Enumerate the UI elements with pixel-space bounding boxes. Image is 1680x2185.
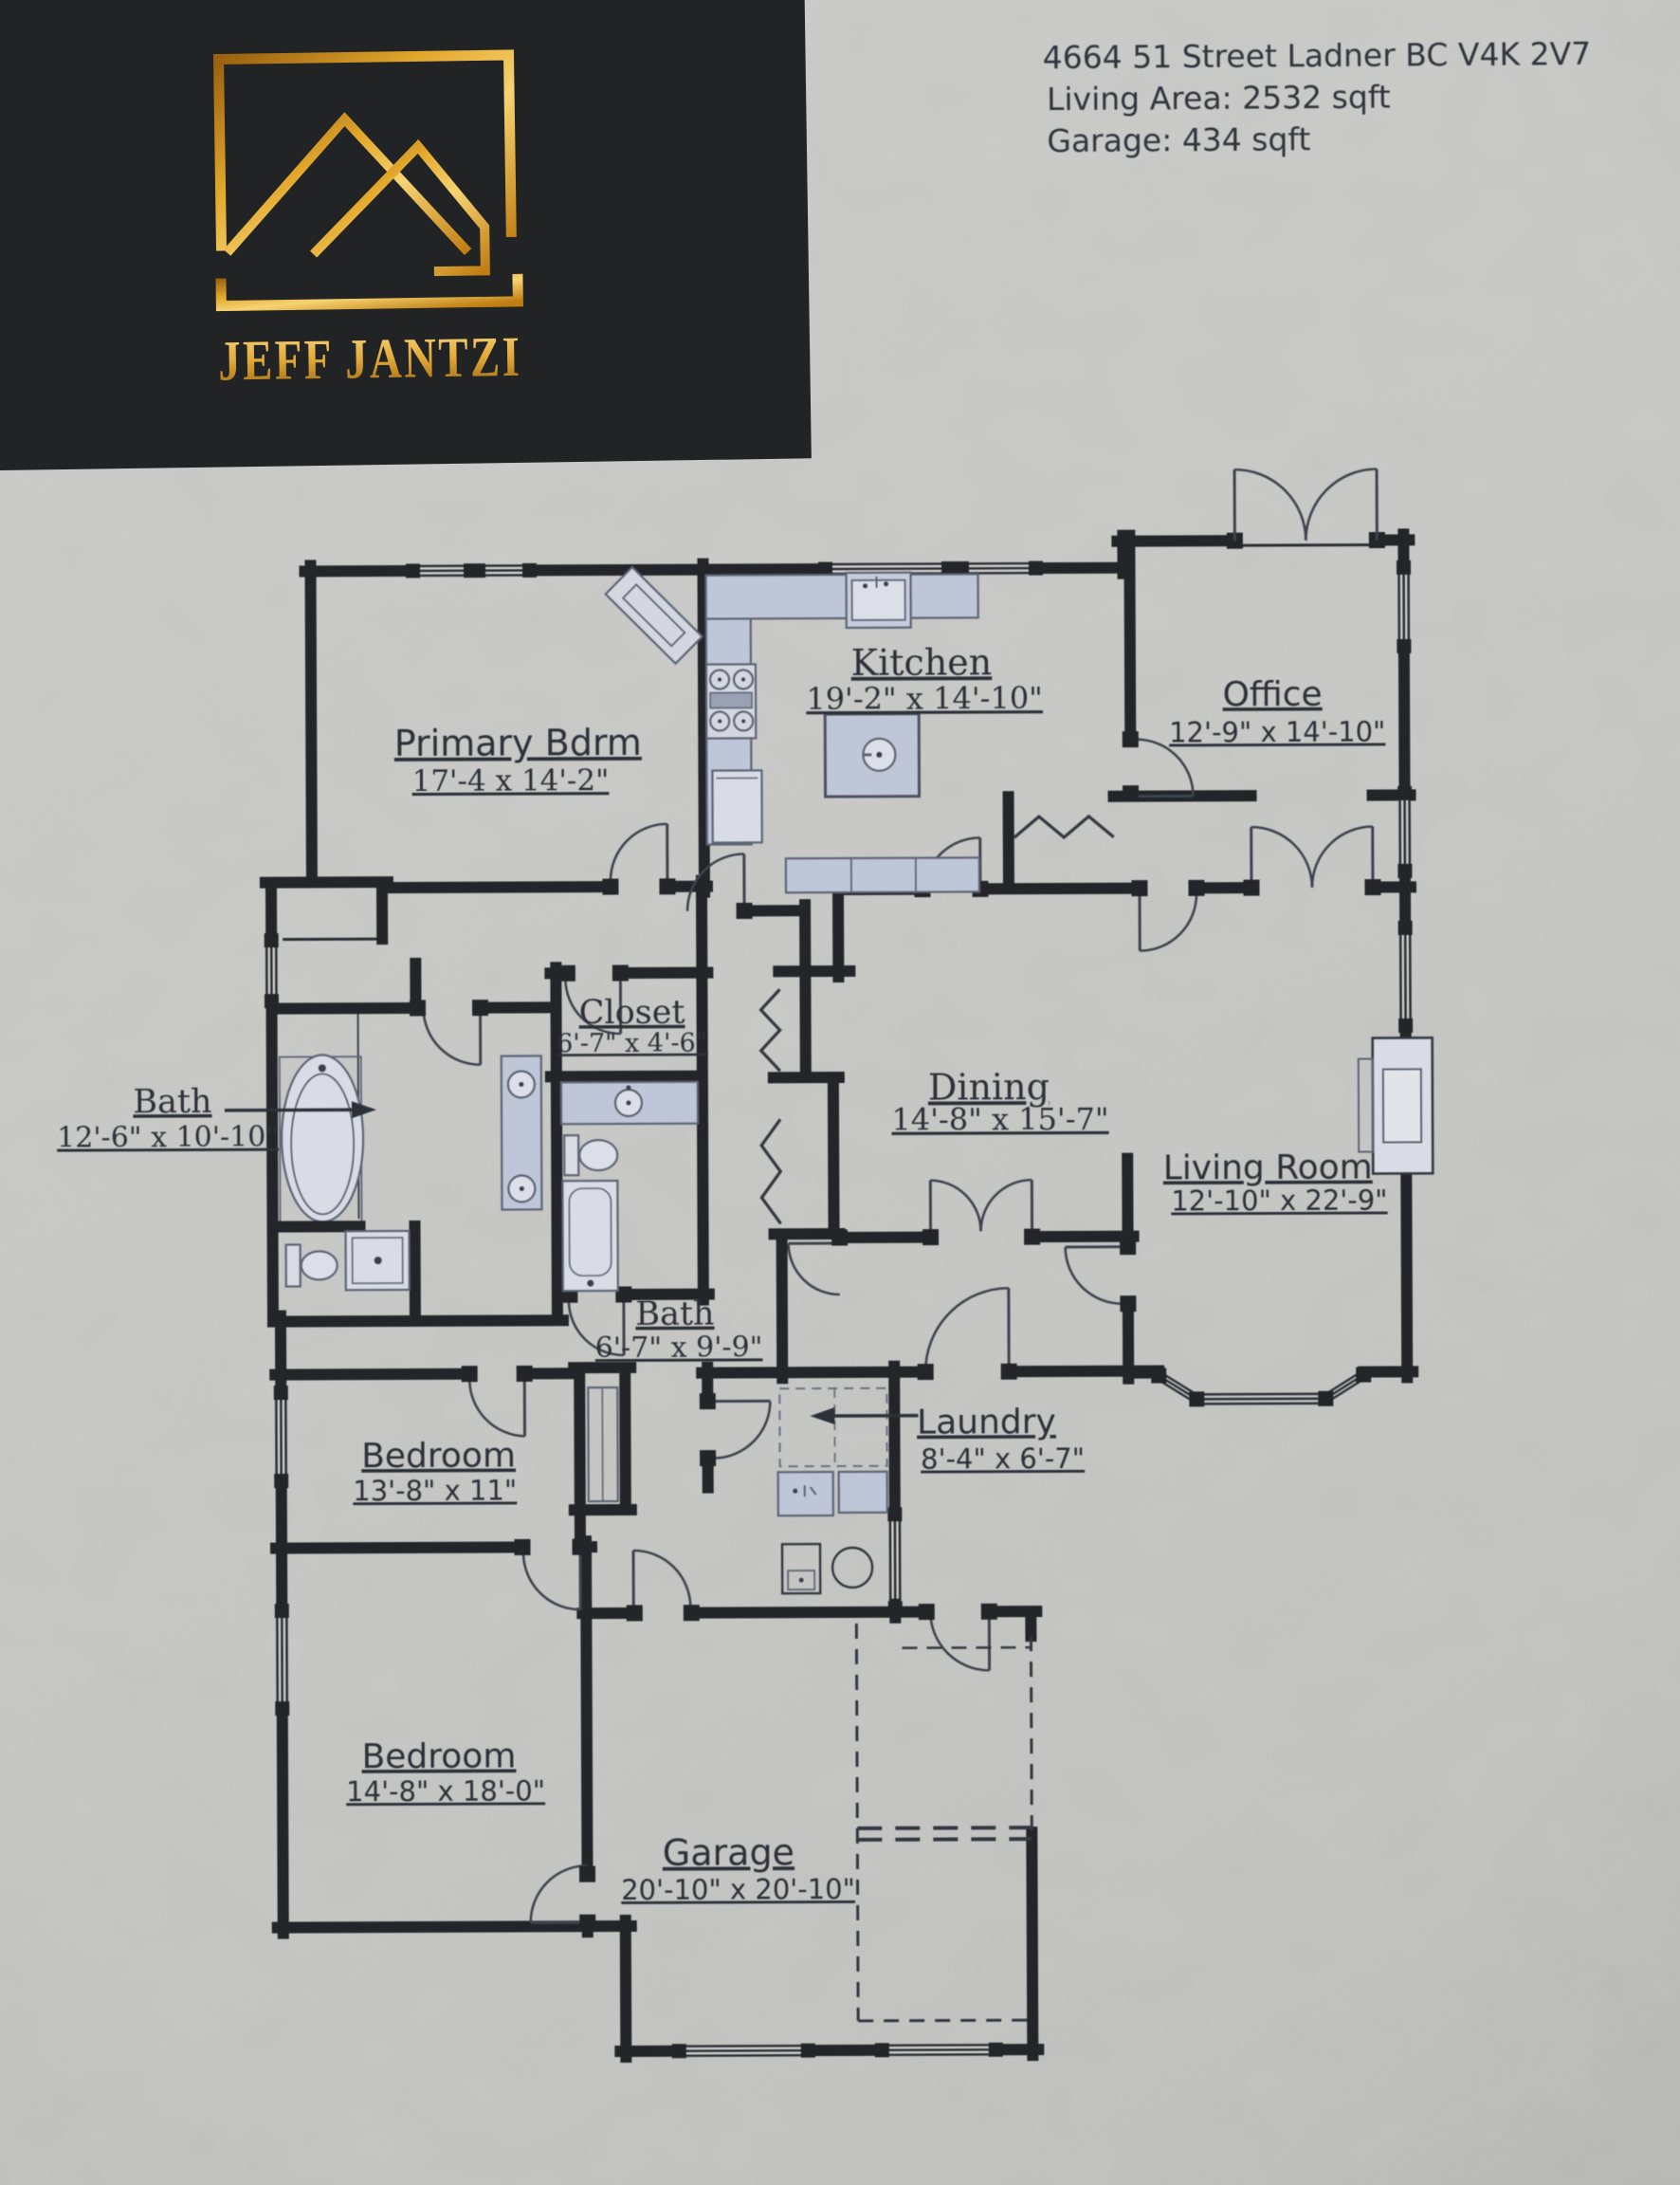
photo-vignette xyxy=(0,0,1680,2185)
floor-plan-photo: Primary Bdrm 17'-4 x 14'-2" Kitchen 19'-… xyxy=(0,0,1680,2185)
plan-canvas: Primary Bdrm 17'-4 x 14'-2" Kitchen 19'-… xyxy=(0,0,1680,2185)
